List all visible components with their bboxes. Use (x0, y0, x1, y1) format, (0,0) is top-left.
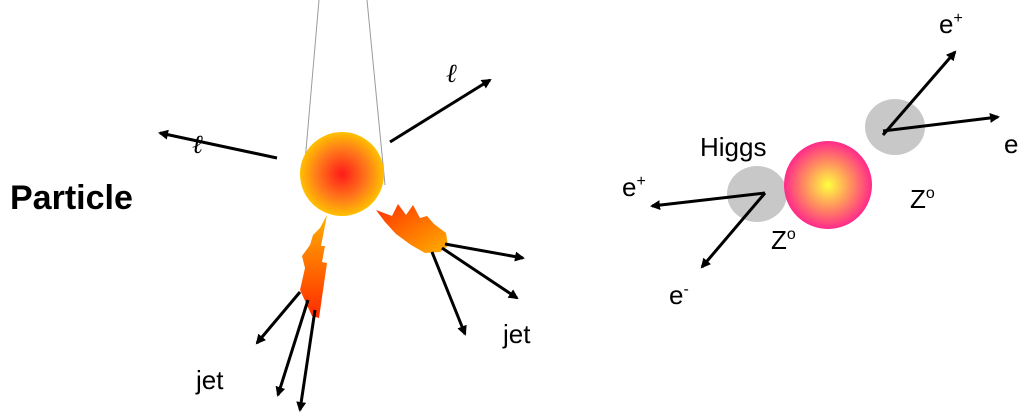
higgs-label: Higgs (700, 132, 766, 162)
z-label-right: Zo (910, 184, 935, 214)
z-boson-right (865, 99, 925, 155)
particle-sphere (300, 132, 384, 216)
jet-track-left-3 (296, 309, 317, 412)
jet-track-right-2 (441, 246, 519, 300)
electron-track-left (650, 191, 766, 211)
jet-label-left: jet (195, 365, 224, 395)
right-diagram: Higgs Zo Zo e+ e e+ e- (622, 9, 1018, 310)
electron-track-right (882, 113, 1000, 133)
electron-label-left: e+ (622, 172, 646, 202)
jet-track-right-1 (444, 242, 525, 262)
jet-flame-left (300, 215, 327, 318)
higgs-sphere (784, 141, 872, 229)
electron-label-right: e (1004, 129, 1018, 159)
electron-track-bottom (700, 192, 767, 269)
electron-track-top (881, 50, 957, 136)
cone-edge-right (366, 0, 386, 186)
jet-track-left-2 (275, 299, 310, 397)
title-label: Particle (10, 179, 133, 217)
electron-label-top: e+ (939, 9, 963, 39)
lepton-label-left: ℓ (192, 130, 203, 159)
electron-label-bottom: e- (669, 280, 689, 310)
jet-flame-right (376, 204, 448, 253)
jet-track-left-1 (255, 291, 302, 345)
lepton-label-right: ℓ (446, 59, 457, 88)
lepton-arrow-left (158, 129, 278, 160)
jet-label-right: jet (502, 319, 531, 349)
left-diagram: Particle ℓ ℓ jet jet (10, 0, 531, 412)
z-label-left: Zo (771, 225, 796, 255)
lepton-arrow-right (389, 78, 492, 144)
jet-track-right-3 (430, 251, 467, 336)
